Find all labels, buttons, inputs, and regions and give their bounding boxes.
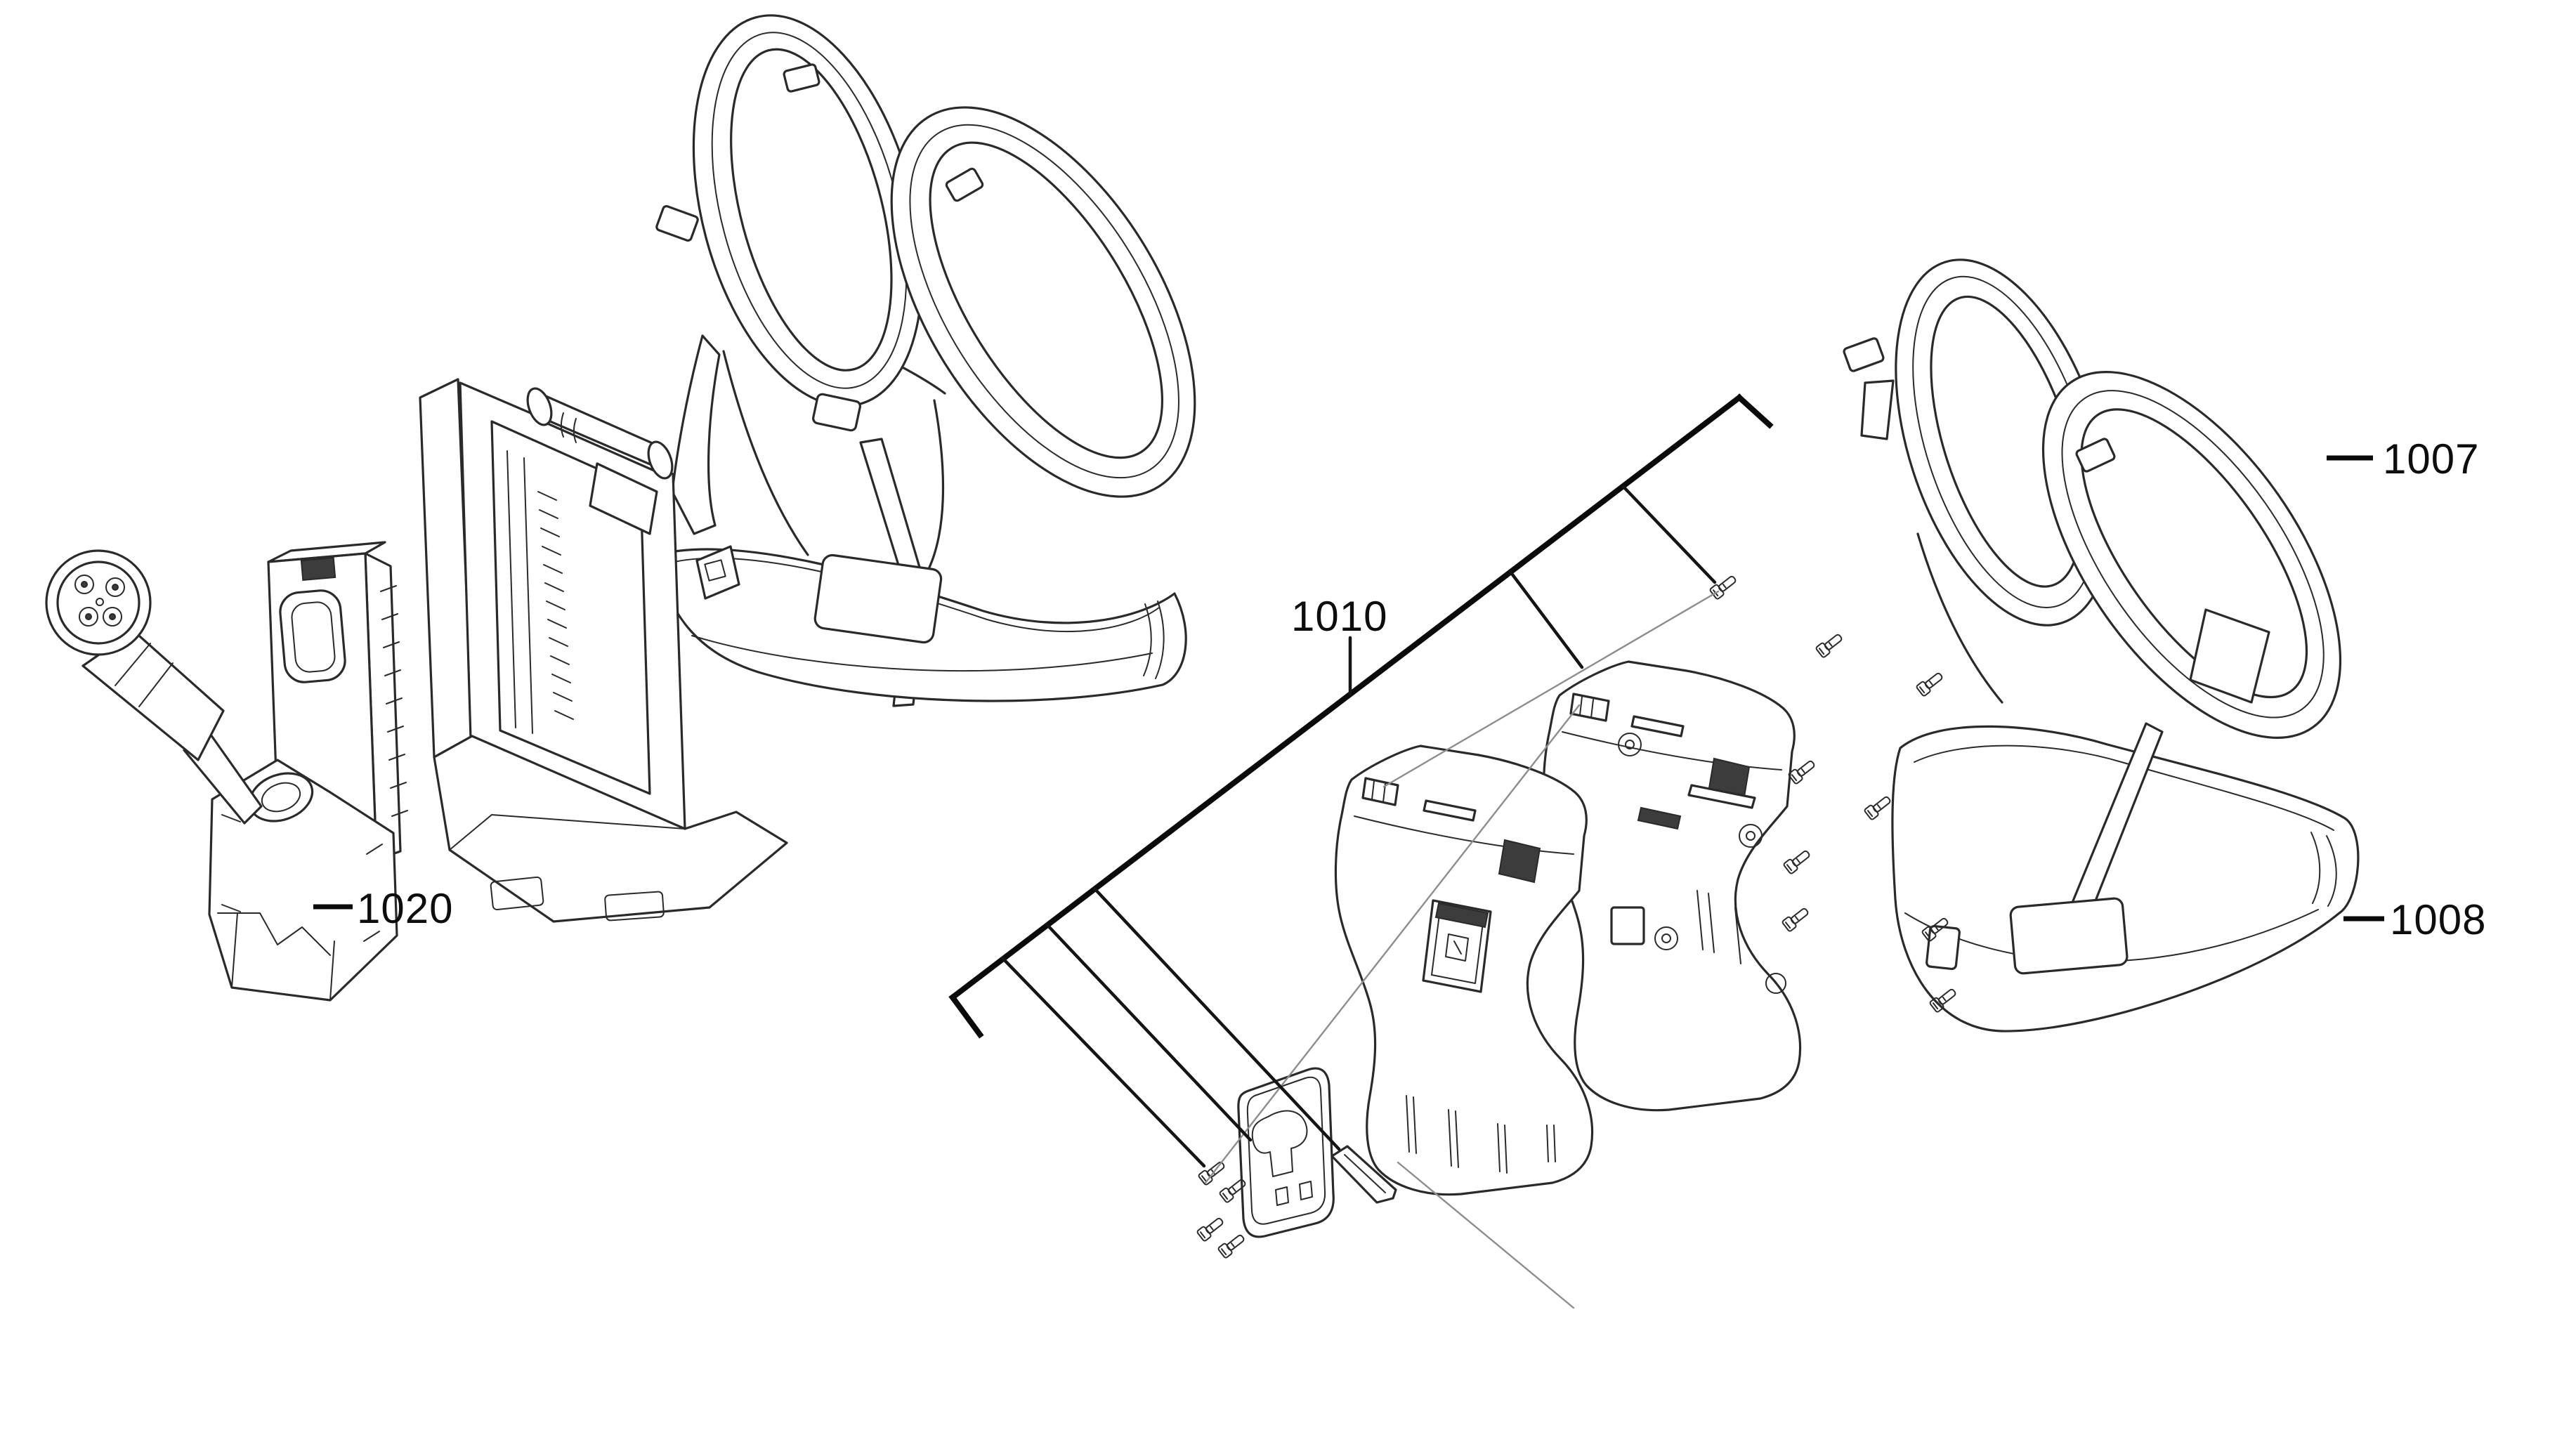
shoulder-harness-1007	[1843, 258, 2342, 739]
hip-belt-1008	[1891, 722, 2360, 1032]
ladder-buckle	[1843, 337, 1885, 372]
harness-back-panel-line	[1916, 532, 2003, 704]
belt-clip	[1926, 924, 1961, 971]
battery-port	[300, 556, 336, 582]
belt-pocket	[813, 553, 943, 644]
ladder-buckle	[783, 63, 820, 93]
battery-side-fins	[380, 585, 408, 817]
callout-label-1007: 1007	[2383, 435, 2479, 483]
alignment-guide-lines	[1204, 590, 1720, 1309]
plate-slot	[1687, 784, 1756, 809]
front-mount-plate	[1334, 745, 1594, 1196]
belt-pocket	[2009, 897, 2129, 975]
dock-contact-ladder	[537, 491, 574, 720]
battery-handle-slot	[279, 589, 346, 683]
back-pad	[2189, 608, 2270, 704]
power-cable-connector-assembly	[45, 549, 398, 1002]
right-shoulder-strap-loop	[890, 106, 1196, 498]
callout-label-1020: 1020	[357, 885, 453, 932]
hook-cutout	[1251, 1110, 1308, 1177]
dock-top-roller	[526, 387, 674, 535]
ladder-buckle	[2075, 438, 2116, 473]
charger-dock-frame	[419, 378, 788, 923]
callout-label-1008: 1008	[2390, 896, 2486, 943]
grip-patch	[1498, 839, 1541, 884]
callout-label-1010: 1010	[1291, 593, 1387, 640]
dock-rails	[506, 450, 533, 734]
callout-1010-bracket	[948, 393, 1774, 1168]
assembled-harness	[655, 14, 1196, 707]
left-shoulder-strap-loop	[692, 14, 924, 407]
ladder-buckle	[655, 205, 699, 242]
harness-back-panel-line	[722, 350, 809, 556]
strap-tab	[1860, 379, 1895, 440]
connector-face	[45, 549, 152, 656]
gasket-strip-line	[1344, 1154, 1386, 1193]
chest-buckle	[812, 393, 861, 432]
plate-slot	[1423, 799, 1477, 822]
dock-base	[433, 735, 788, 923]
hanging-strap	[671, 334, 721, 535]
slot-dark	[1637, 806, 1682, 830]
right-harness	[1843, 258, 2360, 1032]
plate-slot	[1630, 715, 1685, 737]
harness-back-panel-line	[927, 399, 945, 570]
dock-hinge-clamp	[589, 462, 658, 535]
strap-clip	[945, 167, 984, 202]
battery-latch	[1422, 899, 1492, 993]
dock-side-box	[695, 545, 740, 600]
plate-boss	[1610, 906, 1645, 945]
cable-boot-housing	[208, 759, 398, 1002]
waist-belt	[655, 548, 1187, 702]
rear-mount-plate	[1542, 660, 1802, 1112]
